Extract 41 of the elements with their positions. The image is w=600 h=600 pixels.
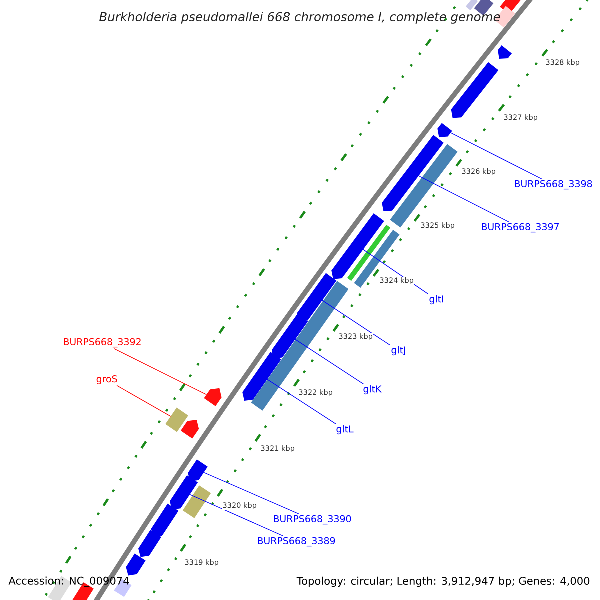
gene-block — [126, 554, 146, 576]
gene-block — [451, 62, 499, 118]
leader-line — [418, 176, 510, 223]
gene-block — [498, 46, 512, 59]
gene-block — [170, 475, 198, 510]
feature-bar — [390, 144, 458, 228]
footer-text: Topology: circular; Length: 3,912,947 bp; Genes: 4,000 — [296, 576, 590, 588]
leader-line — [450, 132, 542, 180]
gene-block — [151, 504, 179, 538]
leader-line — [114, 348, 208, 396]
gene-label: gltJ — [392, 346, 406, 356]
leader-line — [295, 339, 364, 385]
gene-block — [297, 273, 337, 322]
gene-label: BURPS668_3398 — [515, 180, 592, 190]
leader-line — [190, 494, 284, 537]
gene-block — [204, 388, 222, 406]
leader-line — [267, 379, 336, 425]
gene-block — [180, 420, 200, 439]
gene-block — [188, 460, 208, 482]
gene-block — [242, 352, 282, 401]
feature-bar — [354, 230, 400, 288]
gene-box — [182, 486, 212, 518]
gene-label: BURPS668_3397 — [482, 223, 559, 233]
gene-block — [332, 214, 384, 280]
gene-block — [382, 135, 444, 212]
gene-block — [138, 530, 162, 558]
gene-label: BURPS668_3390 — [274, 515, 352, 525]
leader-line — [116, 385, 172, 417]
gene-label: BURPS668_3389 — [258, 537, 336, 547]
gene-block — [438, 123, 452, 138]
leader-line — [204, 472, 300, 515]
gene-box — [166, 408, 188, 432]
gene-label: BURPS668_3392 — [64, 338, 141, 348]
footer-text: Accession: NC_009074 — [8, 576, 130, 588]
title: Burkholderia pseudomallei 668 chromosome I, complete genome — [100, 12, 500, 24]
leader-line — [322, 300, 390, 346]
gene-label: gltI — [430, 295, 444, 305]
gene-block — [272, 314, 308, 359]
gene-label: gltL — [336, 425, 354, 435]
gene-label: groS — [96, 376, 118, 384]
gene-label: gltK — [364, 385, 382, 395]
